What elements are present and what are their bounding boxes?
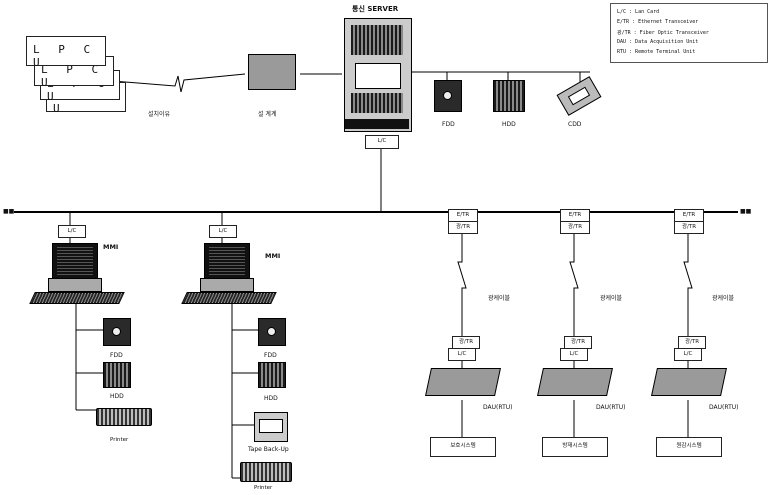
branch1-ftr-bottom: 광/TR [452, 336, 480, 349]
mmi-right-hdd-icon [258, 362, 286, 388]
branch3-lan-card: L/C [674, 348, 702, 361]
mmi-left-hdd-label: HDD [110, 393, 124, 400]
server-icon [344, 18, 412, 132]
branch2-cable-label: 광케이블 [600, 295, 623, 302]
mmi-left-title: MMI [103, 243, 119, 251]
branch3-cable-label: 광케이블 [712, 295, 735, 302]
mmi-right-printer-label: Printer [254, 485, 273, 491]
mmi-right-monitor-icon [204, 243, 250, 279]
branch1-ftr-top: 광/TR [448, 221, 478, 234]
mmi-right-title: MMI [265, 252, 281, 260]
mmi-left-floppy-icon [103, 318, 131, 346]
branch2-dau-label: DAU(RTU) [596, 404, 626, 411]
server-title: 통신 SERVER [352, 5, 399, 13]
branch3-dau-icon [651, 368, 727, 396]
mmi-right-tape-icon [254, 412, 288, 442]
mmi-right-base-icon [200, 278, 254, 292]
legend: L/C : Lan Card E/TR : Ethernet Transceiv… [610, 3, 768, 63]
branch1-lan-card: L/C [448, 348, 476, 361]
branch-wires-2 [569, 212, 579, 437]
mmi-left-keyboard-icon [29, 292, 125, 304]
mmi-left-base-icon [48, 278, 102, 292]
branch3-dau-label: DAU(RTU) [709, 404, 739, 411]
legend-item: L/C : Lan Card [617, 9, 660, 15]
branch-wires-3 [683, 212, 693, 437]
branch2-system: 방재시스템 [542, 437, 608, 457]
lpcu-group-label: 설치이유 [148, 111, 171, 118]
cabinet-label: 설 계계 [258, 111, 277, 118]
branch-wires-1 [457, 212, 467, 437]
bus-end-left: ■■ [3, 208, 15, 215]
mmi-left-monitor-icon [52, 243, 98, 279]
mmi-left-hdd-icon [103, 362, 131, 388]
lpcu-unit: L P C U [26, 36, 106, 69]
fdd-label: FDD [442, 121, 455, 128]
mmi-left-printer-icon [96, 408, 152, 426]
mmi-right-lan-card: L/C [209, 225, 237, 238]
mmi-right-printer-icon [240, 462, 292, 482]
cabinet-icon [248, 54, 296, 90]
legend-item: 광/TR : Fiber Optic Transceiver [617, 30, 709, 36]
mmi-left-printer-label: Printer [110, 437, 129, 443]
branch1-dau-label: DAU(RTU) [483, 404, 513, 411]
server-lan-card: L/C [365, 135, 399, 149]
mmi-right-keyboard-icon [181, 292, 277, 304]
hdd-label: HDD [502, 121, 516, 128]
branch2-ftr-top: 광/TR [560, 221, 590, 234]
branch1-cable-label: 광케이블 [488, 295, 511, 302]
mmi-right-hdd-label: HDD [264, 395, 278, 402]
hard-disk-icon [493, 80, 525, 112]
branch1-dau-icon [425, 368, 501, 396]
floppy-drive-icon [434, 80, 462, 112]
mmi-right-tape-label: Tape Back-Up [248, 446, 289, 453]
mmi-right-floppy-icon [258, 318, 286, 346]
bus-end-right: ■■ [740, 208, 752, 215]
legend-item: RTU : Remote Terminal Unit [617, 49, 696, 55]
branch2-lan-card: L/C [560, 348, 588, 361]
legend-item: DAU : Data Acquisition Unit [617, 39, 699, 45]
cdd-label: CDD [568, 121, 582, 128]
mmi-right-fdd-label: FDD [264, 352, 277, 359]
branch2-dau-icon [537, 368, 613, 396]
branch3-system: 원감시스템 [656, 437, 722, 457]
branch3-ftr-top: 광/TR [674, 221, 704, 234]
branch1-system: 보호시스템 [430, 437, 496, 457]
mmi-left-fdd-label: FDD [110, 352, 123, 359]
legend-item: E/TR : Ethernet Transceiver [617, 19, 699, 25]
lpcu-link [99, 73, 246, 93]
mmi-left-lan-card: L/C [58, 225, 86, 238]
